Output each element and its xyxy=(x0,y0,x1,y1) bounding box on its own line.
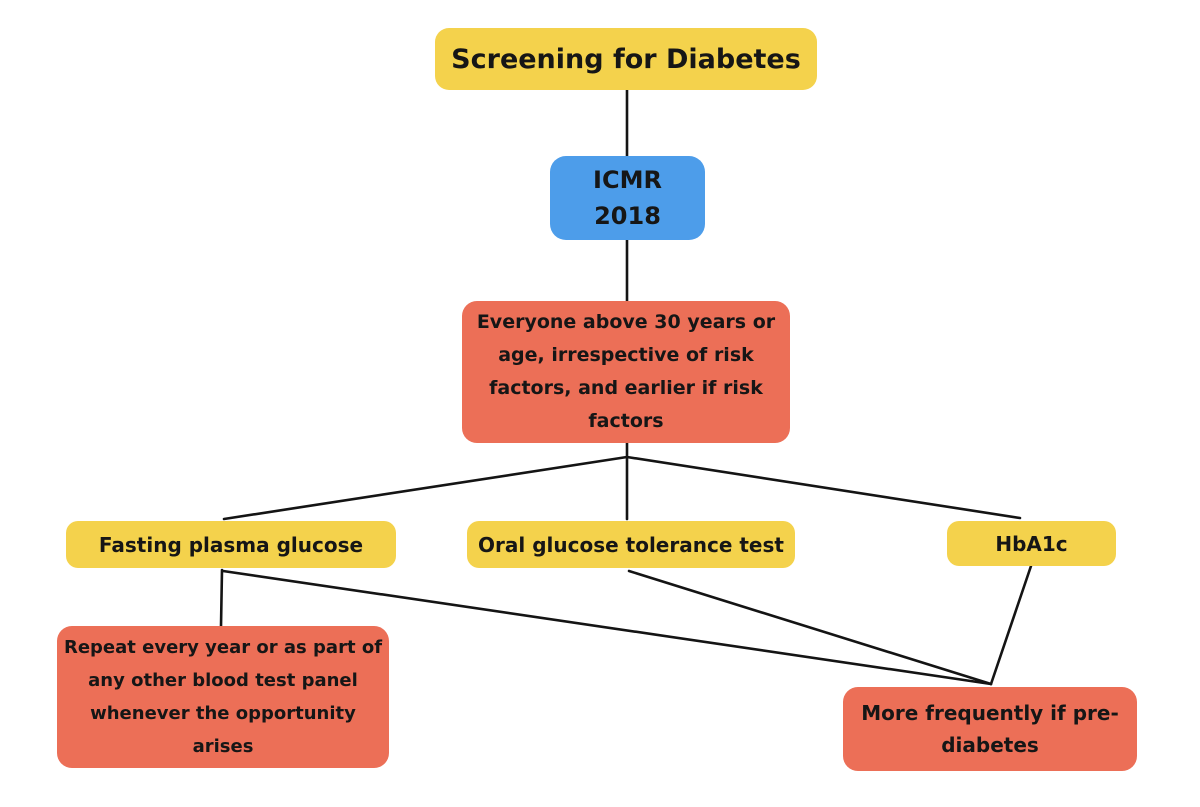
node-oral-glucose-tolerance-test: Oral glucose tolerance test xyxy=(467,521,795,568)
edge-branch-hba1c xyxy=(625,455,1022,520)
edge-hba1c-more xyxy=(989,564,1033,686)
node-icmr-2018: ICMR 2018 xyxy=(550,156,705,240)
node-more-frequently-if-prediabetes: More frequently if pre- diabetes xyxy=(843,687,1137,771)
edge-branch-fpg xyxy=(222,455,629,521)
edge-fpg-repeat xyxy=(219,568,224,628)
node-repeat-every-year: Repeat every year or as part of any othe… xyxy=(57,626,389,768)
edge-fpg-more xyxy=(221,569,993,686)
node-hba1c: HbA1c xyxy=(947,521,1116,566)
node-fasting-plasma-glucose: Fasting plasma glucose xyxy=(66,521,396,568)
edge-ogtt-more xyxy=(627,569,993,686)
node-screening-criteria: Everyone above 30 years or age, irrespec… xyxy=(462,301,790,443)
node-screening-for-diabetes-title: Screening for Diabetes xyxy=(435,28,817,90)
